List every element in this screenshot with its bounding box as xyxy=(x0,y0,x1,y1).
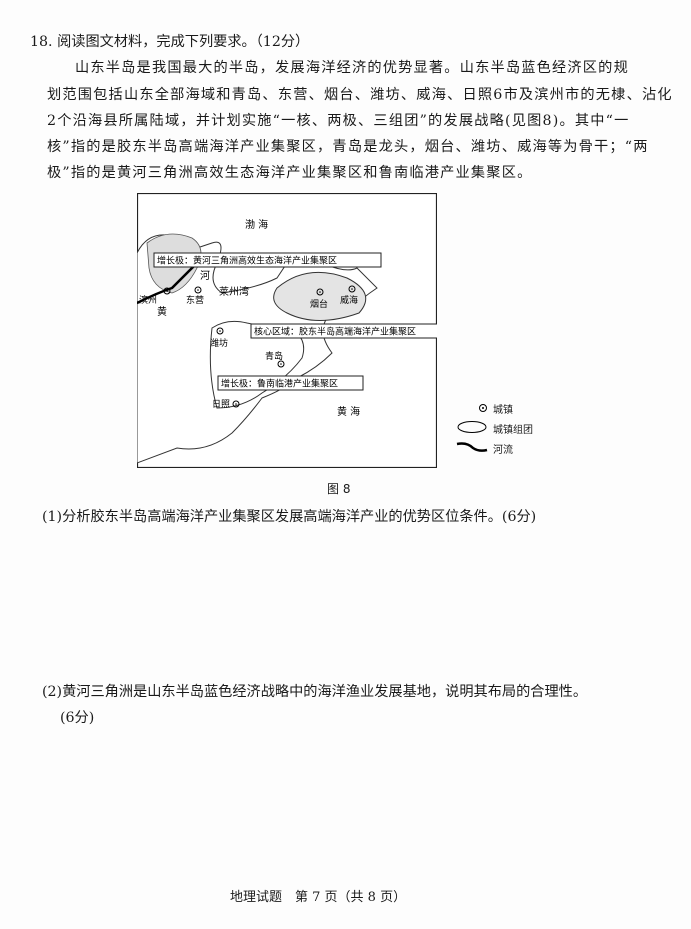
zone-box-lunan-port: 增长极：鲁南临港产业集聚区 xyxy=(221,378,338,390)
paragraph-line: 划范围包括山东全部海域和青岛、东营、烟台、潍坊、威海、日照6市及滨州市的无棣、沾… xyxy=(47,87,673,103)
river-label: 河 xyxy=(200,270,210,282)
page-footer: 地理试题 第 7 页（共 8 页） xyxy=(230,890,407,905)
zone-box-yellow-river-delta: 增长极：黄河三角洲高效生态海洋产业集聚区 xyxy=(157,255,337,267)
legend-label: 河流 xyxy=(493,445,513,456)
city-weifang: 潍坊 xyxy=(210,337,228,349)
paragraph-line: 极”指的是黄河三角洲高效生态海洋产业集聚区和鲁南临港产业集聚区。 xyxy=(47,165,533,181)
figure-caption: 图 8 xyxy=(327,482,351,496)
paragraph-line: 2个沿海县所属陆域，并计划实施“一核、两极、三组团”的发展战略(见图8)。其中“… xyxy=(47,113,630,129)
question-title: 18. 阅读图文材料，完成下列要求。（12分） xyxy=(30,34,310,50)
city-binzhou: 滨州 xyxy=(139,294,157,306)
subquestion-1: (1)分析胶东半岛高端海洋产业集聚区发展高端海洋产业的优势区位条件。(6分) xyxy=(42,509,537,525)
city-qingdao: 青岛 xyxy=(265,350,283,362)
sea-label-bohai: 渤 海 xyxy=(245,218,268,231)
town-cluster-ellipse-icon xyxy=(457,421,487,433)
sea-label-huanghai: 黄 海 xyxy=(337,405,360,418)
city-yantai: 烟台 xyxy=(310,298,328,310)
bay-label: 莱州湾 xyxy=(219,285,249,298)
city-rizhao: 日照 xyxy=(212,399,230,410)
zone-box-jiaodong-core: 核心区域：胶东半岛高端海洋产业集聚区 xyxy=(254,326,416,338)
figure-8-map: 渤 海 黄 海 莱州湾 黄 河 滨州 东营 烟台 威海 潍坊 青岛 日照 增长极… xyxy=(137,193,437,468)
legend-label: 城镇组团 xyxy=(493,425,533,436)
river-line-icon xyxy=(456,442,488,452)
city-dongying: 东营 xyxy=(186,294,204,306)
city-weihai: 威海 xyxy=(340,294,358,306)
town-dot-icon xyxy=(479,404,487,412)
paragraph-line: 核”指的是胶东半岛高端海洋产业集聚区，青岛是龙头，烟台、潍坊、威海等为骨干；“两 xyxy=(47,139,649,155)
subquestion-2-score: (6分) xyxy=(60,710,95,726)
legend-label: 城镇 xyxy=(493,405,513,416)
paragraph-line: 山东半岛是我国最大的半岛，发展海洋经济的优势显著。山东半岛蓝色经济区的规 xyxy=(75,60,629,76)
river-label: 黄 xyxy=(157,305,167,318)
subquestion-2: (2)黄河三角洲是山东半岛蓝色经济战略中的海洋渔业发展基地，说明其布局的合理性。 xyxy=(42,684,588,700)
